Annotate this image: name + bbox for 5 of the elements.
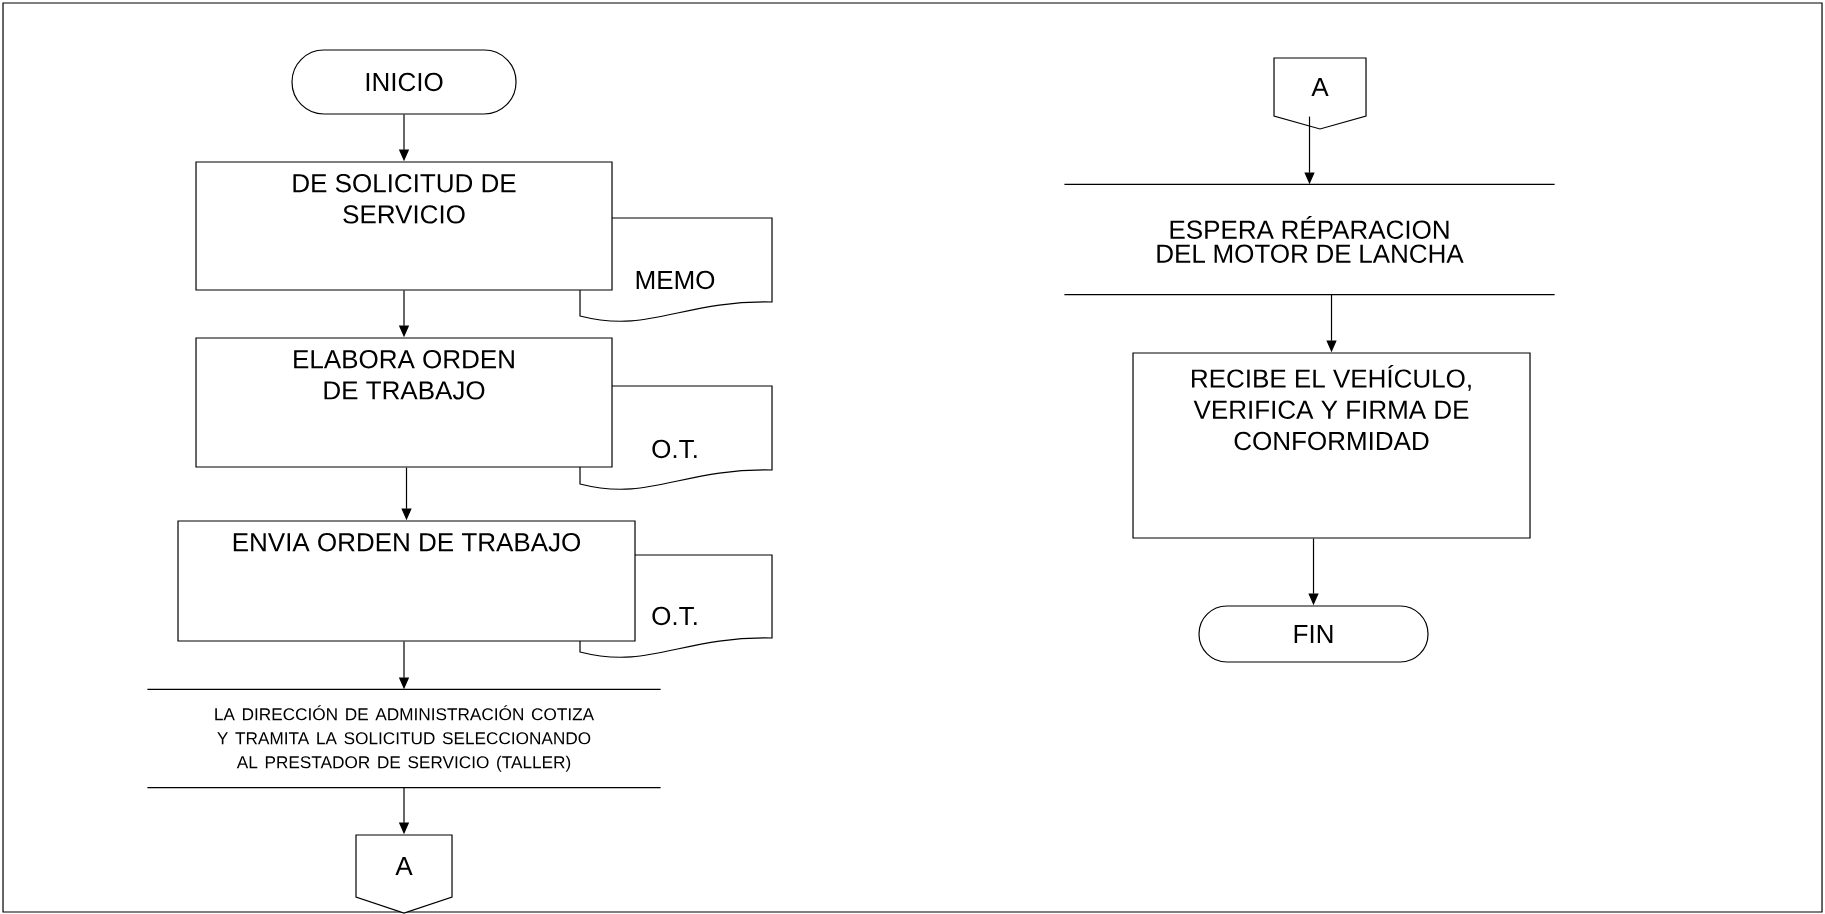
process-band: LA DIRECCIÓN DE ADMINISTRACIÓN COTIZA Y TRAMITA LA SOLICITUD SELECCIONANDO AL PRESTADOR DE SERVICIO (TALLER) [146,688,662,789]
off-page-connector: A [1273,57,1367,130]
process-box: RECIBE EL VEHÍCULO, VERIFICA Y FIRMA DE CONFORMIDAD [1132,352,1531,539]
off-page-connector: A [355,834,453,914]
process-band: ESPERA RÉPARACION DEL MOTOR DE LANCHA [1063,183,1556,296]
